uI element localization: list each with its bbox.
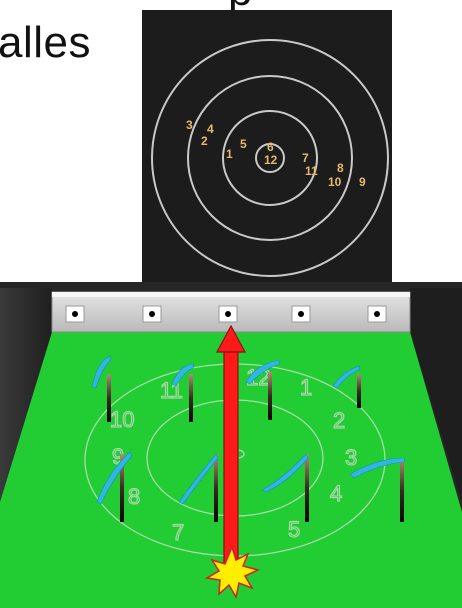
shot-number: 7 <box>302 151 309 165</box>
floor-number: 4 <box>330 481 342 506</box>
floor-number: 11 <box>160 378 183 403</box>
shooting-range-scene: 1 2 3 4 5 6 7 8 9 10 11 12 <box>0 282 462 608</box>
shot-number: 11 <box>305 164 318 178</box>
shot-number: 3 <box>186 118 193 132</box>
heading-text: alles <box>0 18 91 68</box>
post <box>400 458 404 522</box>
floor-number: 7 <box>172 520 184 545</box>
shooting-target-photo: 1 2 3 4 5 6 7 8 9 10 11 12 <box>142 10 392 287</box>
backstop-hole <box>149 311 155 317</box>
floor-number: 10 <box>110 407 134 432</box>
arrow-shaft <box>224 348 238 570</box>
floor-number: 5 <box>288 517 300 542</box>
floor-number: 1 <box>300 375 312 400</box>
post <box>107 374 111 422</box>
backstop-hole <box>72 311 78 317</box>
shot-number: 6 <box>267 140 274 154</box>
floor-number: 3 <box>345 445 357 470</box>
shot-number: 8 <box>337 161 344 175</box>
backstop-hole <box>298 311 304 317</box>
post <box>268 372 272 420</box>
post <box>357 374 361 408</box>
post <box>305 454 309 522</box>
backstop-hole <box>225 311 231 317</box>
shot-number: 12 <box>264 153 278 167</box>
floor-number: 2 <box>333 408 345 433</box>
backstop-top <box>52 292 410 297</box>
shot-number: 4 <box>207 122 214 136</box>
shot-number: 9 <box>359 175 366 189</box>
shot-number: 1 <box>226 147 233 161</box>
shot-number: 10 <box>328 175 342 189</box>
post <box>214 454 218 522</box>
backstop-hole <box>374 311 380 317</box>
shot-number: 5 <box>240 137 247 151</box>
post <box>189 374 193 422</box>
shot-number: 2 <box>201 134 208 148</box>
floor-number: 8 <box>128 484 140 509</box>
